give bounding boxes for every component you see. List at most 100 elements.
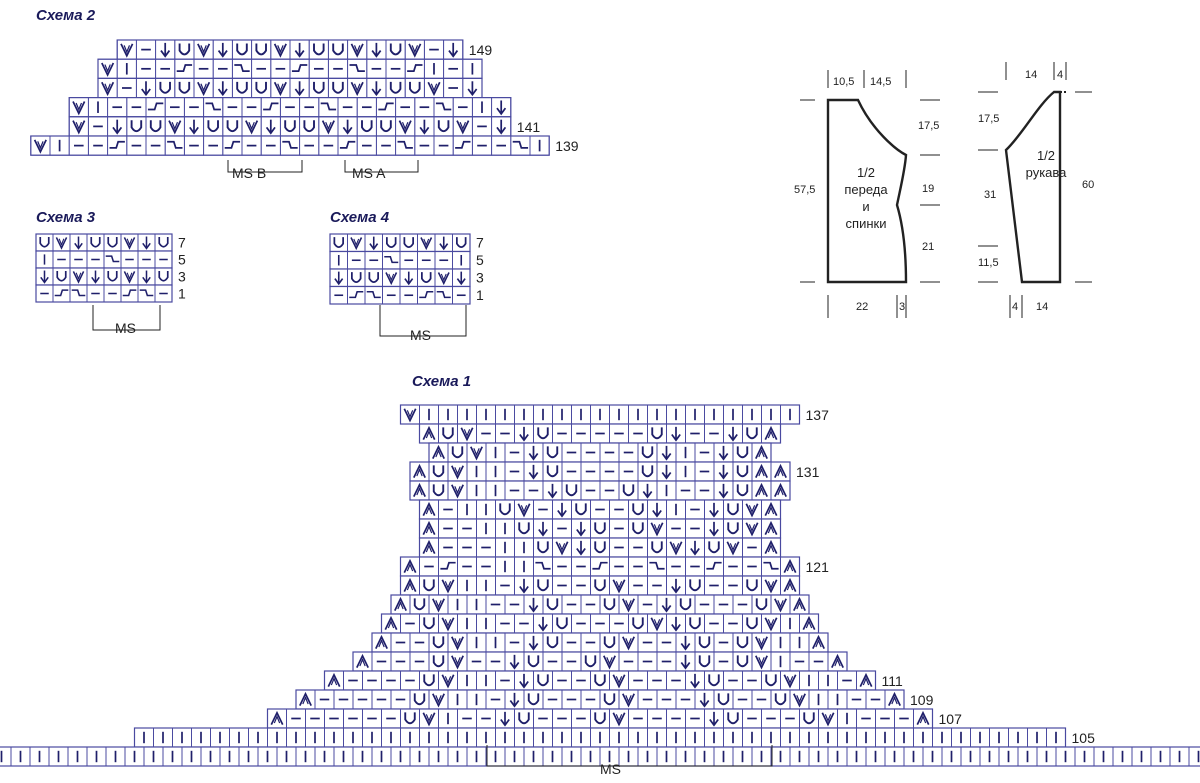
- cross-lower-icon: [224, 140, 241, 149]
- u-icon: [736, 465, 749, 478]
- down-arrow-icon: [342, 119, 353, 135]
- u-icon: [361, 120, 373, 133]
- cross-upper-icon: [71, 289, 86, 297]
- u-icon: [594, 579, 606, 592]
- down-arrow-icon: [294, 42, 305, 58]
- row-number: 137: [806, 407, 830, 423]
- down-arrow-icon: [671, 426, 681, 442]
- cross-lower-icon: [440, 561, 456, 570]
- sleeve-dim-edge: 4: [1057, 69, 1063, 81]
- v-icon: [245, 120, 259, 135]
- row-number: 149: [469, 42, 493, 58]
- u-icon: [537, 579, 549, 592]
- v-icon: [120, 43, 134, 58]
- a-icon: [413, 463, 426, 478]
- u-icon: [736, 636, 749, 649]
- body-labels: 1/2 переда и спинки 10,5 14,5 17,5 19 21…: [794, 76, 939, 313]
- chart-row: [418, 537, 782, 558]
- v-icon: [273, 43, 287, 58]
- u-icon: [565, 484, 578, 497]
- chart-row: 1: [329, 285, 484, 305]
- v-icon: [470, 446, 483, 461]
- schema-4-ms-bracket: [379, 305, 467, 337]
- schema-3-title: Схема 3: [36, 209, 96, 226]
- u-icon: [708, 674, 720, 687]
- u-icon: [765, 674, 777, 687]
- v-icon: [437, 272, 450, 286]
- down-arrow-icon: [528, 445, 539, 461]
- chart-row: 121: [399, 556, 830, 577]
- u-icon: [178, 81, 191, 94]
- chart-row: [380, 613, 820, 634]
- v-icon: [441, 617, 455, 632]
- chart-cell: [154, 284, 173, 303]
- v-icon: [420, 237, 433, 251]
- u-icon: [423, 674, 435, 687]
- row-frame: [418, 537, 782, 558]
- u-icon: [594, 712, 606, 725]
- u-icon: [159, 81, 171, 94]
- chart-row: 149: [116, 39, 493, 60]
- chart-row: [418, 423, 782, 444]
- u-icon: [537, 427, 549, 440]
- u-icon: [632, 617, 644, 630]
- row-number: 105: [1072, 730, 1096, 746]
- sleeve-schematic: [978, 62, 1092, 318]
- schema-2-ms-a-bracket: [344, 160, 419, 173]
- v-icon: [764, 579, 778, 594]
- sleeve-text-1: 1/2: [1037, 148, 1055, 163]
- down-arrow-icon: [661, 597, 672, 613]
- chart-cell: [1188, 746, 1200, 767]
- down-arrow-icon: [496, 119, 507, 135]
- chart-row: 1: [35, 284, 186, 303]
- u-icon: [774, 693, 787, 706]
- u-icon: [527, 693, 540, 706]
- v-icon: [398, 120, 412, 135]
- down-arrow-icon: [371, 42, 382, 58]
- v-icon: [755, 655, 768, 670]
- cross-upper-icon: [397, 140, 413, 149]
- down-arrow-icon: [680, 654, 691, 670]
- u-icon: [389, 81, 402, 94]
- u-icon: [313, 81, 325, 94]
- chart-row: 5: [35, 250, 186, 269]
- u-icon: [698, 636, 711, 649]
- down-arrow-icon: [496, 100, 507, 116]
- u-icon: [603, 598, 616, 611]
- down-arrow-icon: [160, 42, 171, 58]
- down-arrow-icon: [509, 654, 520, 670]
- v-icon: [350, 81, 364, 97]
- a-icon: [327, 672, 341, 687]
- down-arrow-icon: [142, 236, 151, 250]
- down-arrow-icon: [718, 445, 729, 461]
- cross-upper-icon: [535, 561, 551, 570]
- chart-row: [390, 594, 810, 615]
- cross-lower-icon: [349, 290, 364, 299]
- v-icon: [403, 408, 417, 423]
- u-icon: [451, 446, 464, 459]
- u-icon: [432, 484, 445, 497]
- cross-lower-icon: [263, 102, 279, 111]
- u-icon: [594, 674, 606, 687]
- chart-row: 105: [133, 727, 1096, 748]
- u-icon: [651, 541, 663, 554]
- down-arrow-icon: [519, 673, 529, 689]
- u-icon: [546, 465, 559, 478]
- v-icon: [650, 522, 664, 537]
- v-icon: [555, 541, 569, 556]
- u-icon: [56, 271, 67, 282]
- a-icon: [859, 672, 873, 687]
- v-icon: [764, 617, 778, 632]
- v-icon: [101, 81, 115, 97]
- body-text-1: 1/2: [857, 165, 875, 180]
- u-icon: [736, 484, 749, 497]
- v-icon: [821, 712, 835, 727]
- u-icon: [368, 272, 379, 283]
- u-icon: [404, 712, 416, 725]
- sleeve-outline: [1004, 90, 1062, 284]
- row-number: 121: [806, 559, 830, 575]
- cross-lower-icon: [419, 290, 434, 299]
- a-icon: [783, 558, 797, 573]
- v-icon: [745, 503, 759, 518]
- cross-lower-icon: [339, 140, 356, 149]
